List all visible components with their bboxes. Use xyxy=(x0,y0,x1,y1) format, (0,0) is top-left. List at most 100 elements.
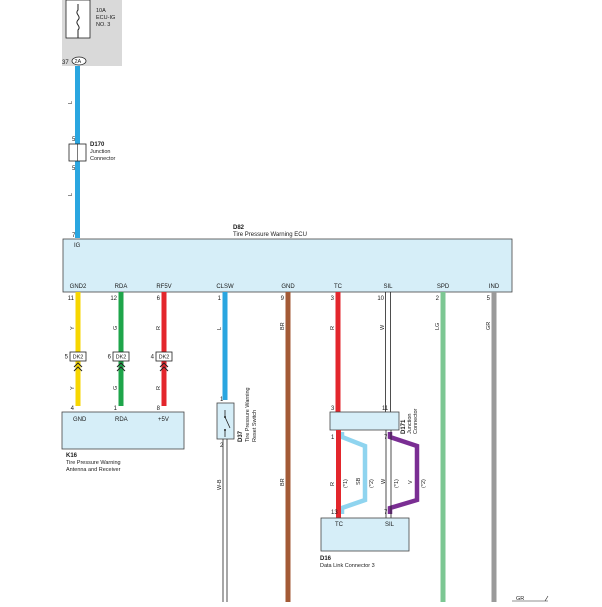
wire-label-spd: LG xyxy=(435,323,441,330)
terminal-label-gnd: GND xyxy=(281,284,295,290)
wire-r-tag: (*1) xyxy=(343,479,349,488)
d16-title: Data Link Connector 3 xyxy=(320,563,375,569)
d37-contact-bottom xyxy=(224,429,226,431)
d82-ig-label: IG xyxy=(74,243,81,249)
terminal-pin-rf5v: 6 xyxy=(157,296,161,302)
terminal-pin-rda: 12 xyxy=(110,296,117,302)
d16-tc: TC xyxy=(335,522,344,528)
d16-box xyxy=(320,517,410,552)
wire-v-tag: (*1) xyxy=(394,479,400,488)
dk2-chevron-icon xyxy=(159,366,169,372)
d37-line2: Reset Switch xyxy=(252,410,258,442)
terminal-label-clsw: CLSW xyxy=(216,284,234,290)
d170-line2: Connector xyxy=(90,156,116,162)
footer-gr-tick xyxy=(544,595,549,602)
d171-pin-top-right: 11 xyxy=(382,406,389,412)
terminal-pin-gnd2: 11 xyxy=(68,296,75,302)
wire-gnd xyxy=(285,292,291,602)
d37-line1: Tire Pressure Warning xyxy=(245,387,251,442)
dk2-bottom-pin: 8 xyxy=(157,406,161,412)
dk2-bottom-pin: 4 xyxy=(71,406,75,412)
k16-line2: Antenna and Receiver xyxy=(66,467,121,473)
d171-line1: Junction xyxy=(407,414,413,435)
d82-ig-pin: 7 xyxy=(72,233,76,239)
wire-spd xyxy=(440,292,446,602)
dk2-box xyxy=(155,351,173,362)
dk2-chevron-icon xyxy=(73,366,83,372)
dk2-chevron-icon xyxy=(159,362,169,368)
k16-code: K16 xyxy=(66,453,78,459)
wire-rf5v xyxy=(161,292,167,406)
dk2-code: DK2 xyxy=(116,355,127,361)
d82-code: D82 xyxy=(233,225,245,231)
d171-pin-top-left: 3 xyxy=(331,406,335,412)
k16-pin-rda: RDA xyxy=(115,417,128,423)
d171-connector xyxy=(329,411,400,431)
wire-ind xyxy=(491,292,497,602)
terminal-label-sil: SIL xyxy=(383,284,393,290)
wire-label-gnd: BR xyxy=(280,322,286,330)
d171-code: D171 xyxy=(401,419,407,434)
wire-l-label-1: L xyxy=(68,101,74,104)
terminal-pin-gnd: 9 xyxy=(281,296,285,302)
dk2-wire-label: Y xyxy=(70,386,76,390)
wire-label-clsw: L xyxy=(217,327,223,330)
wire-v-label: V xyxy=(408,480,414,484)
d170-code: D170 xyxy=(90,142,105,148)
wire-sb-tag: (*2) xyxy=(369,479,375,488)
wire-v-tag-2: (*2) xyxy=(421,479,427,488)
terminal-label-spd: SPD xyxy=(437,284,450,290)
wire-r-lower-label: R xyxy=(330,482,336,486)
terminal-label-rf5v: RF5V xyxy=(156,284,171,290)
d16-pin-tc: 13 xyxy=(331,510,338,516)
k16-pin-5v: +5V xyxy=(158,417,169,423)
fuse-rating: 10A xyxy=(96,8,106,14)
wire-rda xyxy=(118,292,124,406)
wire-v xyxy=(387,432,420,514)
wire-l-label-2: L xyxy=(68,193,74,196)
dk2-wire-label: G xyxy=(113,386,119,390)
wire-w-lower-label: W xyxy=(381,478,387,484)
k16-pin-gnd: GND xyxy=(73,417,87,423)
terminal-label-rda: RDA xyxy=(115,284,128,290)
d170-pin-bottom: 5 xyxy=(72,166,76,172)
wire-clsw xyxy=(222,292,228,400)
fuse-icon xyxy=(76,4,80,38)
d16-sil: SIL xyxy=(385,522,395,528)
terminal-rf5v: RF5V 6R xyxy=(156,284,172,406)
wire-br-lower-label: BR xyxy=(280,478,286,486)
d16-pin-sil: 7 xyxy=(384,510,388,516)
fuse-pin: 37 xyxy=(62,60,69,66)
wire-gnd2 xyxy=(75,292,81,406)
wire-sb xyxy=(339,432,368,514)
d82-title: Tire Pressure Warning ECU xyxy=(233,232,307,238)
terminal-pin-tc: 3 xyxy=(331,296,335,302)
dk2-chevron-icon xyxy=(116,366,126,372)
fuse-name-1: ECU-IG xyxy=(96,15,115,21)
dk2-chevron-icon xyxy=(73,362,83,368)
terminal-label-ind: IND xyxy=(489,284,500,290)
wire-tc xyxy=(335,292,341,412)
k16-box xyxy=(61,411,185,450)
d16-code: D16 xyxy=(320,556,332,562)
dk2-side-pin: 5 xyxy=(65,355,69,361)
dk2-side-pin: 4 xyxy=(151,355,155,361)
wire-label-rf5v: R xyxy=(156,326,162,330)
fuse-connector-oval xyxy=(71,56,87,66)
d170-pin-top: 5 xyxy=(72,137,76,143)
d37-pin-bottom: 2 xyxy=(220,443,224,449)
k16-line1: Tire Pressure Warning xyxy=(66,460,121,466)
wire-label-tc: R xyxy=(330,326,336,330)
dk2-chevron-icon xyxy=(116,362,126,368)
wire-label-rda: G xyxy=(113,326,119,330)
d37-contact-top xyxy=(224,416,226,418)
